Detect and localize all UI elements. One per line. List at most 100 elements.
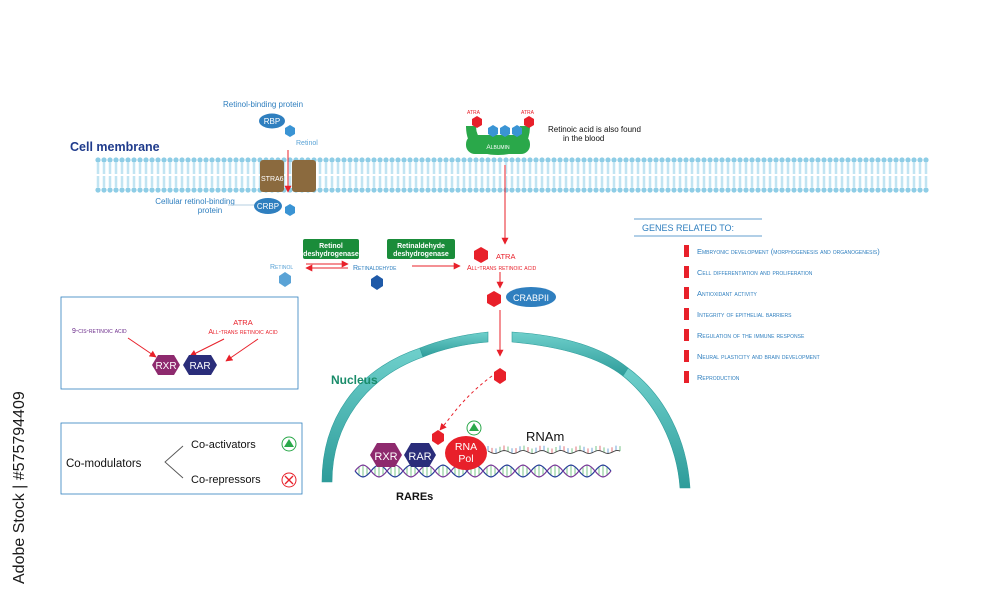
gene-bullet [684,329,689,341]
phospholipid-head [239,187,245,193]
phospholipid-head [665,157,671,163]
phospholipid-head [563,157,569,163]
gene-item: Regulation of the immune response [697,331,805,340]
phospholipid-head [131,157,137,163]
phospholipid-head [539,157,545,163]
retinol-hexagon [500,125,510,137]
mrna-strand [487,445,621,454]
phospholipid-head [491,187,497,193]
genes-title: GENES RELATED TO: [642,223,734,233]
phospholipid-head [215,187,221,193]
rbp-label: RBP [264,117,280,126]
crbp-title-line1: Cellular retinol-binding [155,197,235,206]
phospholipid-head [323,187,329,193]
phospholipid-head [773,187,779,193]
phospholipid-head [863,187,869,193]
phospholipid-head [377,187,383,193]
phospholipid-head [731,187,737,193]
atra-hexagon-left [472,116,482,128]
atra-label-pathway: ATRA [496,252,515,261]
rnam-label: RNAm [526,429,564,444]
phospholipid-head [575,187,581,193]
phospholipid-head [629,187,635,193]
phospholipid-head [209,187,215,193]
phospholipid-head [119,157,125,163]
phospholipid-head [887,157,893,163]
phospholipid-head [431,157,437,163]
watermark-text: Adobe Stock | #575794409 [11,391,28,584]
phospholipid-head [245,157,251,163]
phospholipid-head [461,157,467,163]
atra-label-box: ATRA [233,318,252,327]
phospholipid-head [887,187,893,193]
phospholipid-head [539,187,545,193]
phospholipid-head [425,187,431,193]
phospholipid-head [365,187,371,193]
phospholipid-head [155,157,161,163]
rnapol-line1: RNA [455,441,477,453]
phospholipid-head [527,157,533,163]
rar-hexagon-nucleus [404,443,436,467]
phospholipid-head [389,187,395,193]
phospholipid-head [95,187,101,193]
phospholipid-head [473,187,479,193]
phospholipid-head [371,157,377,163]
retinaldehyde-label: Retinaldehyde [353,265,397,272]
phospholipid-head [677,157,683,163]
dna-helix [354,464,612,478]
rxr-label-box: RXR [155,361,176,372]
phospholipid-head [101,187,107,193]
phospholipid-head [599,157,605,163]
genes-list: Embryonic development (morphogenesis and… [684,245,880,383]
phospholipid-head [755,187,761,193]
phospholipid-head [413,187,419,193]
phospholipid-head [581,187,587,193]
phospholipid-head [485,157,491,163]
phospholipid-head [143,157,149,163]
phospholipid-head [359,157,365,163]
phospholipid-head [551,187,557,193]
phospholipid-head [449,157,455,163]
phospholipid-head [437,187,443,193]
phospholipid-head [167,187,173,193]
mrna-backbone [487,450,621,454]
phospholipid-head [329,187,335,193]
dna-strand [354,464,612,478]
phospholipid-head [203,157,209,163]
arrow-atra-to-rar-box-2 [225,338,259,362]
phospholipid-head [797,187,803,193]
phospholipid-head [767,157,773,163]
gene-bullet [684,287,689,299]
phospholipid-head [905,157,911,163]
nuclear-envelope-top-right [511,331,629,377]
phospholipid-head [719,157,725,163]
crbp-label: CRBP [257,202,279,211]
phospholipid-head [587,157,593,163]
phospholipid-head [611,157,617,163]
phospholipid-head [587,187,593,193]
phospholipid-head [137,157,143,163]
phospholipid-head [329,157,335,163]
phospholipid-head [701,157,707,163]
phospholipid-head [341,157,347,163]
phospholipid-head [545,187,551,193]
phospholipid-head [833,187,839,193]
phospholipid-head [149,187,155,193]
phospholipid-head [911,187,917,193]
phospholipid-head [569,187,575,193]
phospholipid-head [185,157,191,163]
phospholipid-head [347,187,353,193]
phospholipid-head [323,157,329,163]
phospholipid-head [515,157,521,163]
gene-item: Reproduction [697,373,740,382]
phospholipid-head [785,187,791,193]
phospholipid-head [515,187,521,193]
cell-membrane [95,157,929,193]
phospholipid-head [401,187,407,193]
phospholipid-head [683,187,689,193]
membrane-label: Cell membrane [70,140,160,154]
phospholipid-head [533,187,539,193]
phospholipid-head [881,157,887,163]
phospholipid-head [803,157,809,163]
